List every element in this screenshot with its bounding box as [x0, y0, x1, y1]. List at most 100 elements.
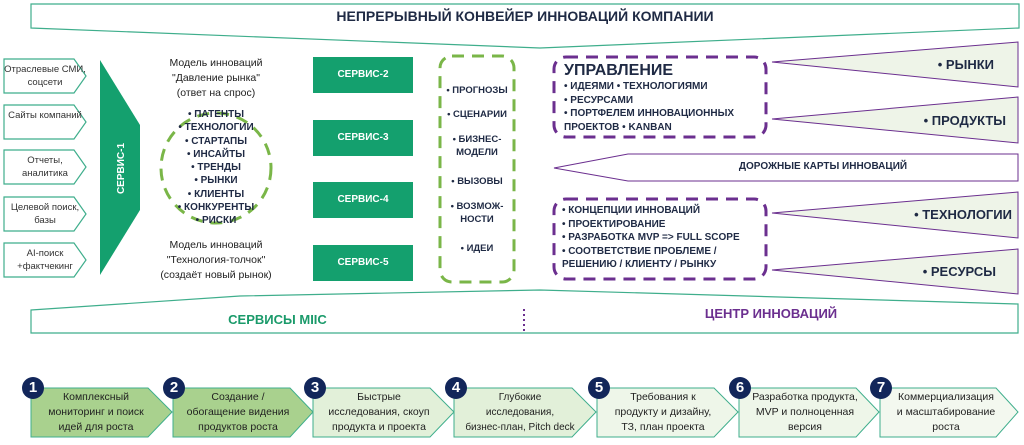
mid-item-text: НОСТИ	[460, 214, 494, 225]
step-text-line: Глубокие	[498, 392, 542, 403]
step-text-line: Комплексный	[63, 391, 129, 403]
output-triangle-technologies	[771, 191, 1019, 239]
service-3-box: СЕРВИС-3	[313, 120, 413, 156]
development-item: • ПРОЕКТИРОВАНИЕ	[562, 218, 666, 230]
step-text-line: исследования, скоуп	[328, 406, 430, 418]
step-arrow-1	[30, 387, 173, 438]
step-arrow-6	[738, 387, 880, 438]
circle-item: • КЛИЕНТЫ	[187, 188, 245, 200]
output-products: • ПРОДУКТЫ	[923, 113, 1006, 128]
step-text-line: роста	[932, 421, 960, 433]
service1-label: СЕРВИС-1	[116, 142, 128, 194]
mid-item: • ПРОГНОЗЫ	[437, 84, 517, 97]
circle-item: • РЫНКИ	[194, 175, 238, 187]
step-arrow-3	[312, 387, 455, 438]
step-5: Требования к продукту и дизайну, ТЗ, пла…	[597, 390, 729, 435]
output-triangle-resources	[771, 248, 1019, 295]
step-text-line: продукту и дизайну,	[614, 406, 712, 418]
development-item: РЕШЕНИЮ / КЛИЕНТУ / РЫНКУ	[562, 259, 717, 271]
step-arrow-7	[879, 387, 1019, 438]
circle-item: • ИНСАЙТЫ	[187, 148, 245, 160]
output-markets: • РЫНКИ	[937, 57, 994, 72]
circle-list: • ПАТЕНТЫ • ТЕХНОЛОГИИ • СТАРТАПЫ • ИНСА…	[151, 108, 281, 228]
circle-item: • РИСКИ	[195, 215, 237, 227]
step-text-line: Требования к	[630, 391, 696, 403]
step-text-line: и масштабирование	[896, 406, 996, 418]
dashed-green-box	[438, 54, 516, 284]
mid-item-text: • СЦЕНАРИИ	[447, 109, 507, 120]
output-triangle-markets	[771, 41, 1019, 88]
management-title: УПРАВЛЕНИЕ	[564, 62, 674, 79]
mid-item-text: • ВОЗМОЖ-	[450, 201, 504, 212]
source-arrow-2	[3, 104, 87, 140]
service1-shape	[100, 60, 140, 275]
step-arrow-4	[453, 387, 597, 438]
step-number-badge: 1	[22, 377, 44, 399]
step-text-line: ТЗ, план проекта	[621, 421, 705, 433]
step-arrow-5	[596, 387, 739, 438]
management-item: • ПОРТФЕЛЕМ ИННОВАЦИОННЫХ	[564, 108, 735, 120]
service-5-box: СЕРВИС-5	[313, 245, 413, 281]
model-push-line1: Модель инноваций	[169, 239, 263, 251]
mid-item-text: • ПРОГНОЗЫ	[446, 85, 508, 96]
page-title: НЕПРЕРЫВНЫЙ КОНВЕЙЕР ИННОВАЦИЙ КОМПАНИИ	[336, 8, 714, 24]
model-pull-line1: Модель инноваций	[169, 57, 263, 69]
step-text-line: Разработка продукта,	[752, 391, 858, 403]
step-number-badge: 3	[304, 377, 326, 399]
step-text-line: обогащение видения	[186, 406, 290, 418]
step-1: Комплексный мониторинг и поиск идей для …	[31, 390, 161, 435]
source-arrow-1	[3, 58, 87, 94]
dashed-circle	[159, 111, 273, 225]
step-text-line: версия	[788, 421, 822, 433]
mid-item-text: • ВЫЗОВЫ	[451, 176, 503, 187]
source-label: AI-поиск +фактчекинг	[17, 248, 73, 272]
source-arrow-5	[3, 242, 87, 278]
mid-item: • ВЫЗОВЫ	[437, 175, 517, 188]
circle-item: • КОНКУРЕНТЫ	[177, 202, 255, 214]
model-push-line3: (создаёт новый рынок)	[160, 269, 272, 281]
management-item: • ИДЕЯМИ • ТЕХНОЛОГИЯМИ	[564, 81, 708, 92]
source-label: Сайты компаний	[8, 110, 82, 121]
source-arrows	[3, 58, 87, 278]
mid-item-text: • БИЗНЕС-	[452, 134, 502, 145]
step-6: Разработка продукта, MVP и полноценная в…	[739, 390, 871, 435]
section-innovation-center: ЦЕНТР ИННОВАЦИЙ	[704, 306, 838, 321]
circle-item: • ПАТЕНТЫ	[187, 109, 245, 120]
model-push-line2: "Технология-толчок"	[166, 254, 266, 266]
step-number-badge: 7	[870, 377, 892, 399]
circle-item: • СТАРТАПЫ	[184, 135, 248, 147]
source-label: Отчеты, аналитика	[22, 155, 68, 179]
section-miic-services: СЕРВИСЫ MIIC	[228, 312, 327, 327]
development-item: • КОНЦЕПЦИИ ИННОВАЦИЙ	[562, 205, 701, 216]
model-pull: Модель инноваций "Давление рынка" (ответ…	[141, 56, 291, 101]
step-number-badge: 4	[445, 377, 467, 399]
mid-item-text: • ИДЕИ	[460, 243, 494, 254]
sections-banner	[30, 289, 1019, 334]
circle-item: • ТРЕНДЫ	[191, 162, 241, 174]
source-arrow-3	[3, 149, 87, 185]
circle-item: • ТЕХНОЛОГИИ	[178, 122, 254, 134]
step-7: Коммерциализация и масштабирование роста	[880, 390, 1012, 435]
management-item: • РЕСУРСАМИ	[564, 94, 634, 106]
roadmap-arrow	[553, 153, 1019, 182]
step-text-line: Коммерциализация	[897, 391, 994, 403]
step-text-line: MVP и полноценная	[755, 406, 855, 418]
header-banner	[30, 3, 1020, 49]
mid-item: • БИЗНЕС- МОДЕЛИ	[437, 133, 517, 159]
step-4: Глубокие исследования, бизнес-план, Pitc…	[454, 390, 586, 435]
roadmap-label: ДОРОЖНЫЕ КАРТЫ ИННОВАЦИЙ	[738, 161, 908, 172]
mid-item: • СЦЕНАРИИ	[437, 108, 517, 121]
step-3: Быстрые исследования, скоуп продукта и п…	[313, 390, 445, 435]
step-number-badge: 2	[163, 377, 185, 399]
step-text-line: мониторинг и поиск	[48, 406, 144, 418]
development-item: • РАЗРАБОТКА MVP => FULL SCOPE	[562, 232, 740, 244]
service-4-box: СЕРВИС-4	[313, 182, 413, 218]
development-item: • СООТВЕТСТВИЕ ПРОБЛЕМЕ /	[562, 245, 717, 257]
mid-item-text: МОДЕЛИ	[456, 147, 498, 158]
output-technologies: • ТЕХНОЛОГИИ	[914, 207, 1012, 222]
step-2: Создание / обогащение видения продуктов …	[173, 390, 303, 435]
mid-item: • ВОЗМОЖ- НОСТИ	[437, 200, 517, 226]
step-number-badge: 6	[729, 377, 751, 399]
service-2-box: СЕРВИС-2	[313, 57, 413, 93]
step-text-line: продуктов роста	[198, 421, 278, 433]
